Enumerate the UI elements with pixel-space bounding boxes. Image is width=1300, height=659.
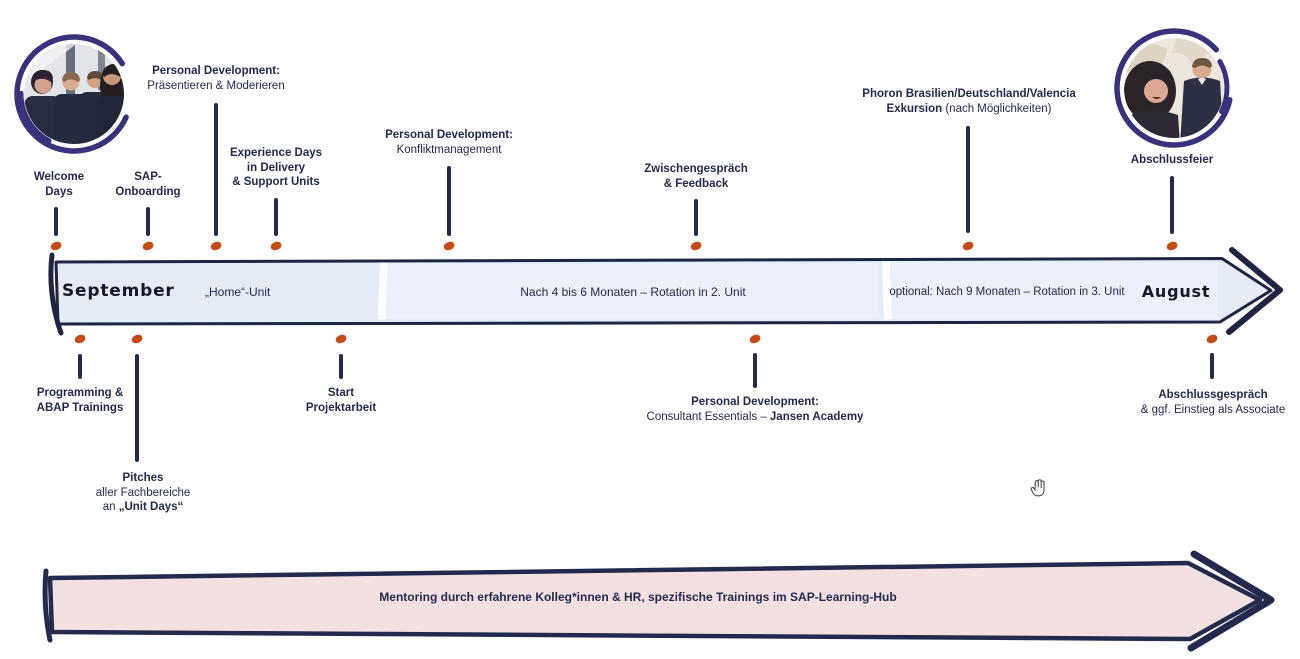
milestone-label-line: Präsentieren & Moderieren	[147, 79, 285, 92]
segment-divider-2	[881, 261, 892, 320]
milestone-tick	[146, 207, 150, 236]
timeline-segment-rotation3: optional: Nach 9 Monaten – Rotation in 3…	[889, 286, 1125, 298]
milestone-label-line: Consultant Essentials – Jansen Academy	[647, 410, 864, 425]
milestone-label-line: & Feedback	[663, 177, 729, 190]
photo-sketch-circle	[1114, 28, 1234, 148]
photo-image	[1124, 38, 1224, 138]
milestone-tick	[214, 103, 218, 236]
milestone-label-line: Programming &	[36, 387, 124, 399]
milestone-tick	[274, 198, 278, 236]
milestone-label-line: & Support Units	[232, 176, 320, 188]
main-band-left-edge	[48, 252, 64, 336]
milestone-tick	[447, 166, 451, 236]
timeline-month-september: September	[62, 281, 175, 301]
milestone-label-line: Personal Development:	[385, 129, 513, 141]
milestone-start-projektarbeit: Start Projektarbeit	[306, 386, 376, 415]
milestone-abschlussgespraech: Abschlussgespräch & ggf. Einstieg als As…	[1141, 388, 1285, 417]
milestone-label-line: Konfliktmanagement	[396, 143, 502, 156]
milestone-label-line: Welcome	[33, 171, 85, 183]
milestone-label-line: aller Fachbereiche	[95, 486, 191, 499]
milestone-label-line: SAP-	[134, 171, 162, 183]
milestone-programming-abap: Programming & ABAP Trainings	[37, 386, 124, 415]
milestone-label-line: in Delivery	[246, 161, 306, 174]
milestone-label-line: Abschlussgespräch	[1158, 389, 1268, 401]
milestone-personal-dev-konflikt: Personal Development: Konfliktmanagement	[385, 128, 513, 157]
milestone-label-line: Exkursion (nach Möglichkeiten)	[862, 102, 1075, 117]
timeline-month-august: August	[1141, 282, 1211, 301]
milestone-label-line: Experience Days	[229, 147, 323, 159]
milestone-tick	[1210, 353, 1214, 379]
milestone-abschlussfeier: Abschlussfeier	[1131, 153, 1213, 168]
milestone-label-part: Jansen Academy	[769, 410, 864, 423]
main-arrowhead	[1226, 247, 1283, 335]
milestone-label-line: Zwischengespräch	[644, 163, 748, 175]
milestone-label-line: Projektarbeit	[305, 401, 377, 414]
milestone-pitches-unit-days: Pitches aller Fachbereiche an „Unit Days…	[96, 471, 191, 515]
milestone-label-line: Days	[45, 185, 73, 198]
milestone-welcome-days: Welcome Days	[34, 170, 84, 199]
milestone-personal-dev-praesentieren: Personal Development: Präsentieren & Mod…	[147, 64, 284, 93]
milestone-label-line: & ggf. Einstieg als Associate	[1140, 403, 1286, 416]
mentoring-band-label: Mentoring durch erfahrene Kolleg*innen &…	[379, 590, 897, 604]
milestone-tick	[753, 353, 757, 388]
milestone-label-part: (nach Möglichkeiten)	[942, 102, 1052, 115]
milestone-label-line: Personal Development:	[691, 396, 819, 408]
milestone-tick	[1170, 176, 1174, 234]
timeline-segment-rotation2: Nach 4 bis 6 Monaten – Rotation in 2. Un…	[520, 285, 746, 299]
timeline-segment3-fill	[892, 262, 1218, 319]
milestone-sap-onboarding: SAP- Onboarding	[115, 170, 180, 199]
milestone-tick	[694, 199, 698, 236]
milestone-label-line: Phoron Brasilien/Deutschland/Valencia	[862, 88, 1076, 100]
milestone-zwischengespraech: Zwischengespräch & Feedback	[644, 162, 748, 191]
photo-sketch-circle-overlap	[18, 38, 130, 150]
timeline-segment2-fill	[388, 263, 879, 319]
milestone-label-line: Abschlussfeier	[1130, 154, 1214, 166]
milestone-label-line: Start	[327, 387, 355, 399]
milestone-label-part: Exkursion	[886, 102, 943, 115]
milestone-phoron-exkursion: Phoron Brasilien/Deutschland/Valencia Ex…	[862, 87, 1075, 116]
milestone-label-part: „Unit Days“	[118, 501, 184, 513]
photo-image	[24, 44, 124, 144]
milestone-tick	[966, 126, 970, 233]
milestone-tick	[54, 207, 58, 236]
colleagues-photo	[1114, 28, 1234, 148]
milestone-label-part: Consultant Essentials –	[646, 410, 770, 423]
milestone-tick	[78, 354, 82, 379]
milestone-label-line: an „Unit Days“	[96, 500, 191, 515]
milestone-label-line: Personal Development:	[152, 65, 280, 77]
timeline-segment-home-unit: „Home“-Unit	[205, 285, 271, 299]
mentoring-band-left-edge	[42, 568, 53, 643]
trainee-group-photo	[14, 34, 134, 154]
milestone-tick	[339, 354, 343, 379]
milestone-experience-days: Experience Days in Delivery & Support Un…	[230, 146, 322, 190]
segment-divider-1	[378, 262, 388, 320]
hand-cursor-icon	[1030, 479, 1045, 497]
photo-sketch-circle	[14, 34, 134, 154]
mentoring-band	[47, 560, 1263, 642]
milestone-label-line: ABAP Trainings	[36, 401, 124, 414]
milestone-tick	[135, 354, 139, 462]
milestone-label-part: an	[102, 501, 119, 513]
milestone-personal-dev-consultant: Personal Development: Consultant Essenti…	[647, 395, 864, 424]
milestone-label-line: Onboarding	[115, 185, 181, 198]
photo-sketch-circle-overlap	[1118, 32, 1230, 144]
mentoring-arrowhead	[1187, 550, 1275, 652]
milestone-label-line: Pitches	[122, 472, 164, 484]
